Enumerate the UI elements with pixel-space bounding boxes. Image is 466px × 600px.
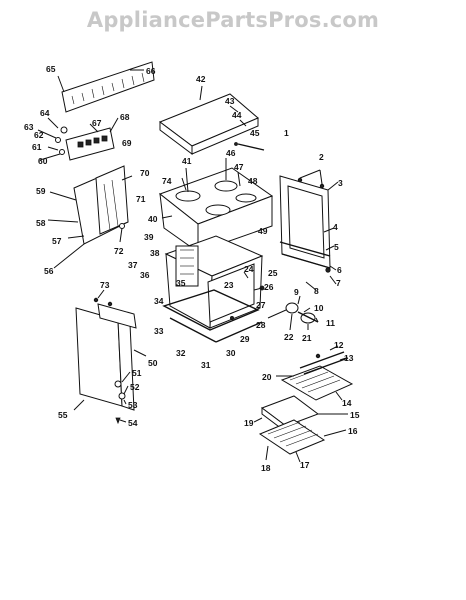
callout-36: 36 — [140, 270, 150, 280]
callout-72: 72 — [114, 246, 124, 256]
callout-53: 53 — [128, 400, 138, 410]
callout-18: 18 — [261, 463, 271, 473]
callout-47: 47 — [234, 162, 244, 172]
valve-assembly — [267, 295, 319, 331]
callout-71: 71 — [136, 194, 146, 204]
callout-2: 2 — [319, 152, 324, 162]
oven-body — [162, 235, 265, 343]
callout-17: 17 — [300, 460, 310, 470]
callout-58: 58 — [36, 218, 46, 228]
callout-43: 43 — [225, 96, 235, 106]
oven-door — [73, 289, 147, 425]
callout-25: 25 — [268, 268, 278, 278]
callout-38: 38 — [150, 248, 160, 258]
callout-13: 13 — [344, 353, 354, 363]
callout-34: 34 — [154, 296, 164, 306]
callout-65: 65 — [46, 64, 56, 74]
callout-63: 63 — [24, 122, 34, 132]
callout-49: 49 — [258, 226, 268, 236]
callout-48: 48 — [248, 176, 258, 186]
watermark: AppliancePartsPros.com — [86, 8, 380, 32]
callout-28: 28 — [256, 320, 266, 330]
callout-23: 23 — [224, 280, 234, 290]
backguard-panel — [57, 61, 155, 113]
callout-74: 74 — [162, 176, 172, 186]
callout-60: 60 — [38, 156, 48, 166]
callout-67: 67 — [92, 118, 102, 128]
side-panel — [47, 165, 133, 269]
callout-7: 7 — [336, 278, 341, 288]
callout-61: 61 — [32, 142, 42, 152]
callout-12: 12 — [334, 340, 344, 350]
callout-5: 5 — [334, 242, 339, 252]
cooktop — [158, 85, 265, 155]
callout-70: 70 — [140, 168, 150, 178]
callout-57: 57 — [52, 236, 62, 246]
callout-31: 31 — [201, 360, 211, 370]
broiler-pan-assembly — [276, 345, 354, 401]
callout-64: 64 — [40, 108, 50, 118]
callout-19: 19 — [244, 418, 254, 428]
callout-29: 29 — [240, 334, 250, 344]
callout-26: 26 — [264, 282, 274, 292]
callout-66: 66 — [146, 66, 156, 76]
callout-33: 33 — [154, 326, 164, 336]
callout-52: 52 — [130, 382, 140, 392]
callout-41: 41 — [182, 156, 192, 166]
callout-51: 51 — [132, 368, 142, 378]
callout-32: 32 — [176, 348, 186, 358]
callout-73: 73 — [100, 280, 110, 290]
callout-3: 3 — [338, 178, 343, 188]
callout-9: 9 — [294, 287, 299, 297]
callout-45: 45 — [250, 128, 260, 138]
callout-62: 62 — [34, 130, 44, 140]
callout-54: 54 — [128, 418, 138, 428]
callout-8: 8 — [314, 286, 319, 296]
control-panel — [37, 117, 119, 161]
callout-4: 4 — [333, 222, 338, 232]
callout-10: 10 — [314, 303, 324, 313]
callout-20: 20 — [262, 372, 272, 382]
callout-50: 50 — [148, 358, 158, 368]
callout-44: 44 — [232, 110, 242, 120]
callout-14: 14 — [342, 398, 352, 408]
callout-40: 40 — [148, 214, 158, 224]
callout-22: 22 — [284, 332, 294, 342]
oven-rack-assembly — [253, 395, 348, 463]
callout-39: 39 — [144, 232, 154, 242]
callout-42: 42 — [196, 74, 206, 84]
callout-55: 55 — [58, 410, 68, 420]
callout-11: 11 — [326, 318, 335, 328]
callout-6: 6 — [337, 265, 342, 275]
callout-30: 30 — [226, 348, 236, 358]
callout-1: 1 — [284, 128, 289, 138]
callout-56: 56 — [44, 266, 54, 276]
callout-68: 68 — [120, 112, 130, 122]
callout-labels: 1 2 3 4 5 6 7 8 9 10 11 12 13 14 15 16 1… — [24, 64, 360, 473]
callout-27: 27 — [256, 300, 266, 310]
callout-24: 24 — [244, 264, 254, 274]
callout-15: 15 — [350, 410, 360, 420]
callout-46: 46 — [226, 148, 236, 158]
callout-37: 37 — [128, 260, 138, 270]
callout-69: 69 — [122, 138, 132, 148]
callout-16: 16 — [348, 426, 358, 436]
callout-59: 59 — [36, 186, 46, 196]
callout-21: 21 — [302, 333, 312, 343]
right-side-panel — [279, 169, 339, 291]
callout-35: 35 — [176, 278, 186, 288]
